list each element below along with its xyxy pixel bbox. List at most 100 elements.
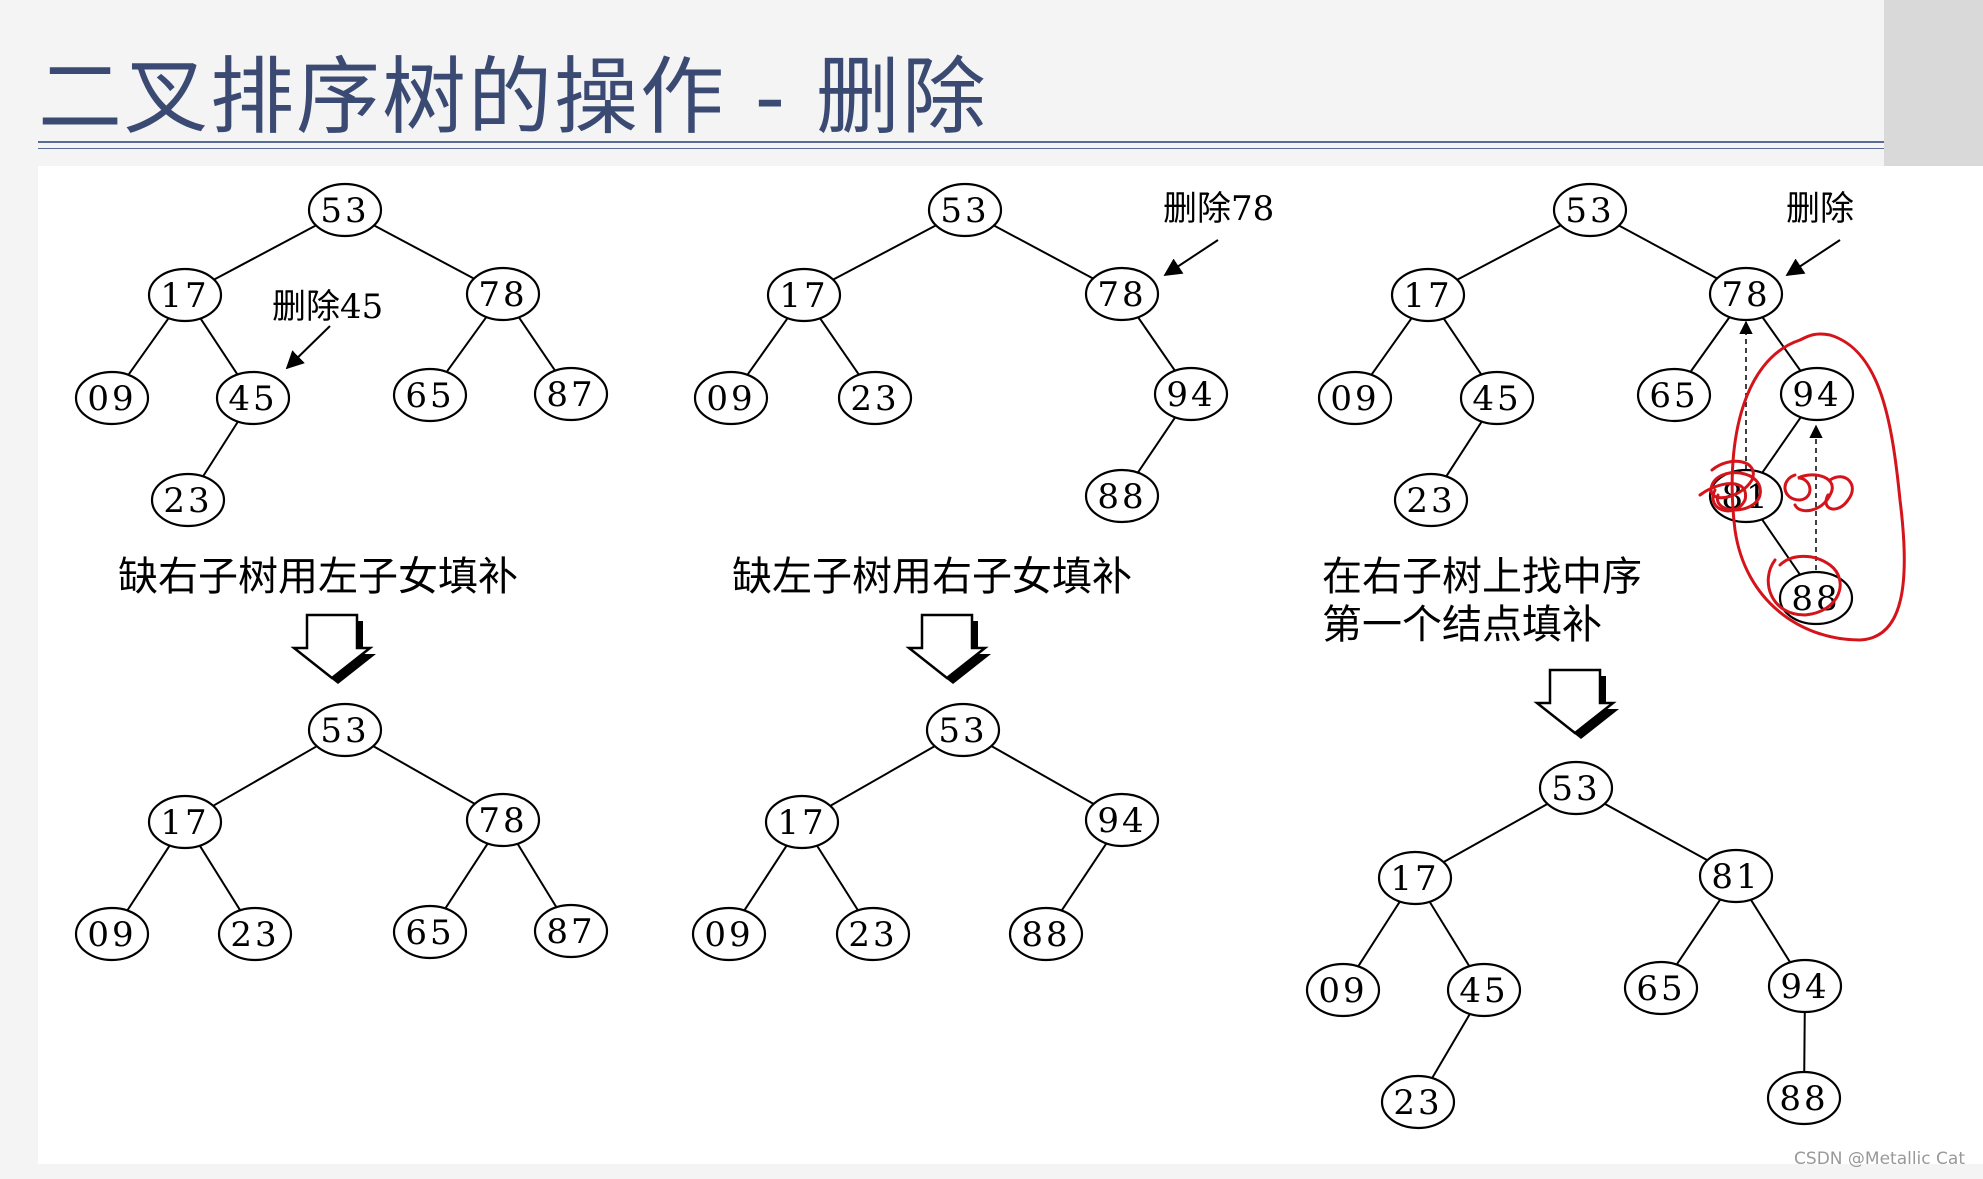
- down-arrow-icon: [905, 613, 991, 684]
- tree-node: [1377, 850, 1453, 906]
- tree-node-label: 78: [1721, 275, 1770, 315]
- tree-node-label: 87: [546, 375, 595, 415]
- tree-edge: [832, 224, 937, 281]
- tree-node: [533, 903, 609, 959]
- tree-node: [392, 367, 468, 423]
- label-delete-78-case3: 删除: [1786, 189, 1854, 229]
- tree-edge: [993, 224, 1094, 280]
- tree-node: [1380, 1074, 1456, 1130]
- tree-node: [691, 906, 767, 962]
- tree-edge: [202, 421, 239, 477]
- tree-edge: [199, 317, 239, 376]
- tree-edge: [819, 317, 860, 376]
- tree-edge: [372, 745, 476, 805]
- tree-node: [147, 794, 223, 850]
- caption-case3-line1: 在右子树上找中序: [1322, 554, 1642, 600]
- tree-edge: [1456, 224, 1562, 281]
- arrow-delete-78: [1163, 239, 1219, 276]
- tree-node-label: 65: [405, 913, 454, 953]
- tree-edge: [746, 317, 789, 376]
- tree-node-label: 88: [1779, 1079, 1828, 1119]
- tree-node-label: 09: [87, 915, 136, 955]
- label-delete-78: 删除78: [1163, 189, 1274, 229]
- tree-node-label: 45: [228, 379, 277, 419]
- tree-node-label: 23: [1406, 481, 1455, 521]
- tree-edge: [1604, 802, 1708, 862]
- tree-node: [465, 792, 541, 848]
- tree-edge: [1761, 518, 1801, 576]
- tree-node: [307, 702, 383, 758]
- tree-node-label: 23: [848, 915, 897, 955]
- tree-node-label: 23: [1393, 1083, 1442, 1123]
- tree-node: [74, 906, 150, 962]
- tree-node: [837, 370, 913, 426]
- arrow-delete-78-case3: [1785, 239, 1841, 276]
- tree-node: [1698, 848, 1774, 904]
- caption-case1: 缺右子树用左子女填补: [118, 554, 518, 600]
- tree-edge: [1761, 416, 1802, 474]
- tree-node: [1708, 266, 1784, 322]
- tree-node: [533, 366, 609, 422]
- tree-node: [1766, 1070, 1842, 1126]
- tree-node-label: 09: [1330, 379, 1379, 419]
- tree-node: [1008, 906, 1084, 962]
- tree-edge: [126, 844, 171, 912]
- tree-edge: [213, 224, 317, 281]
- tree-node-label: 88: [1097, 477, 1146, 517]
- tree-edge: [1689, 316, 1731, 373]
- tree-edge: [1136, 416, 1177, 474]
- tree-node-label: 53: [1565, 191, 1614, 231]
- tree-node-label: 88: [1021, 915, 1070, 955]
- tree-node-label: 53: [320, 191, 369, 231]
- tree-edge: [1357, 901, 1401, 967]
- tree-edge: [816, 845, 859, 911]
- tree-node-label: 17: [160, 803, 209, 843]
- tree-node: [392, 904, 468, 960]
- tree-node-label: 45: [1472, 379, 1521, 419]
- tree-edge: [1137, 316, 1176, 372]
- tree-node-label: 09: [1318, 971, 1367, 1011]
- red-handwritten-annotation: [1698, 332, 1906, 642]
- tree-node: [1153, 366, 1229, 422]
- tree-node-label: 65: [405, 376, 454, 416]
- tree-node: [1779, 366, 1855, 422]
- tree-node: [1084, 792, 1160, 848]
- tree-node: [1317, 370, 1393, 426]
- tree-node-label: 78: [478, 801, 527, 841]
- tree-edge: [1803, 1011, 1806, 1073]
- tree-edge: [518, 316, 556, 372]
- tree-node: [764, 794, 840, 850]
- tree-node: [1305, 962, 1381, 1018]
- tree-node-label: 17: [1390, 859, 1439, 899]
- tree-edge: [212, 745, 318, 807]
- tree-edge: [1761, 316, 1802, 372]
- tree-node-label: 53: [940, 191, 989, 231]
- tree-node: [1084, 468, 1160, 524]
- tree-node: [1778, 570, 1854, 626]
- tree-node-label: 53: [1551, 769, 1600, 809]
- tree-edge: [445, 316, 488, 373]
- title-rule-thin: [38, 148, 1884, 149]
- tree-node-label: 17: [779, 276, 828, 316]
- tree-node: [693, 370, 769, 426]
- tree-node-label: 53: [938, 711, 987, 751]
- tree-node-label: 17: [777, 803, 826, 843]
- tree-node: [1623, 960, 1699, 1016]
- tree-edge: [1445, 421, 1483, 477]
- tree-node: [1636, 367, 1712, 423]
- tree-edge: [1431, 1013, 1471, 1079]
- tree-edge: [1060, 842, 1108, 912]
- watermark: CSDN @Metallic Cat: [1794, 1149, 1965, 1169]
- tree-edge: [373, 224, 475, 280]
- tree-edge: [1428, 901, 1471, 967]
- tree-node-label: 23: [850, 379, 899, 419]
- tree-edge: [1370, 317, 1413, 376]
- caption-case2: 缺左子树用右子女填补: [732, 554, 1132, 600]
- tree-node: [465, 266, 541, 322]
- tree-node: [1538, 760, 1614, 816]
- tree-node: [147, 267, 223, 323]
- tree-node: [1390, 267, 1466, 323]
